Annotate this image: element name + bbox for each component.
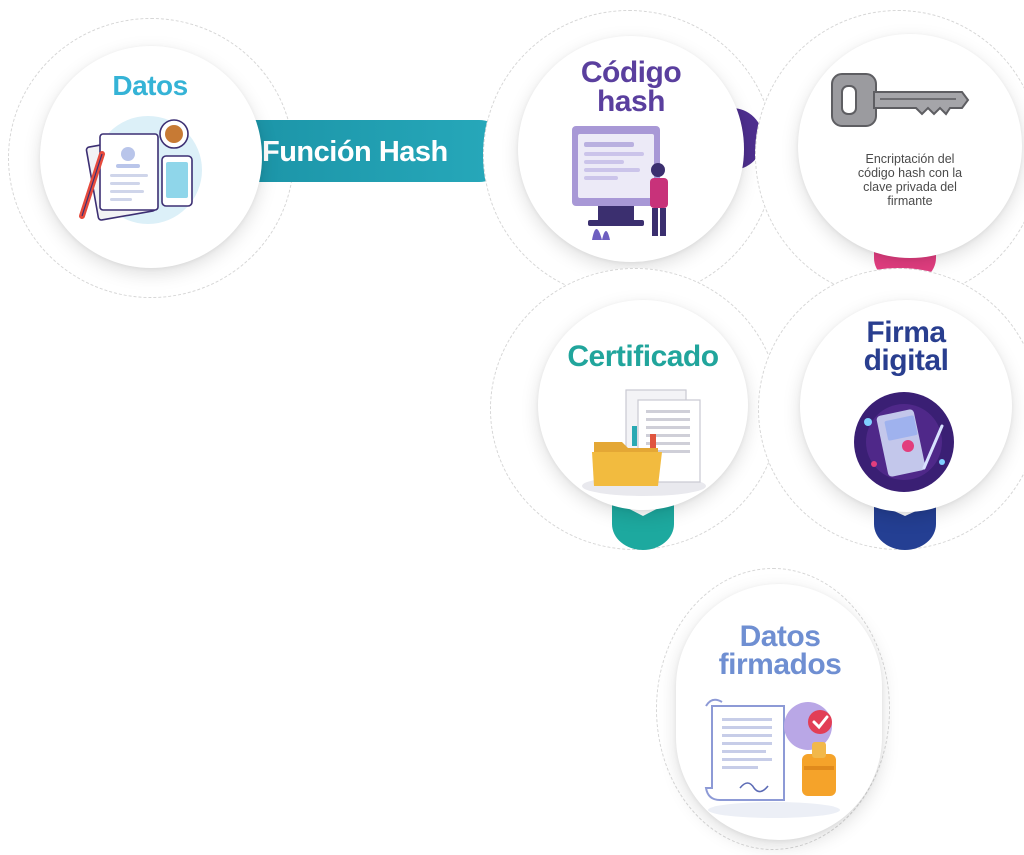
funcion-hash-label: Función Hash <box>262 136 448 168</box>
codigo-hash-title-line1: Código <box>580 56 682 89</box>
folder-icon <box>582 389 706 496</box>
encriptacion-disc <box>798 34 1022 258</box>
firma-digital-title-line2: digital <box>863 344 949 377</box>
encriptacion-caption-line4: firmante <box>887 194 933 208</box>
datos-firmados-title-line2: firmados <box>718 648 842 681</box>
encriptacion-caption: Encriptación del código hash con la clav… <box>818 152 1002 208</box>
firma-digital-title-line1: Firma <box>866 316 946 349</box>
datos-firmados-title-line1: Datos <box>739 620 821 653</box>
certificado-title: Certificado <box>567 340 719 373</box>
datos-title: Datos <box>112 70 188 101</box>
monitor-icon <box>572 126 668 240</box>
funcion-hash-connector <box>225 120 510 182</box>
encriptacion-caption-line1: Encriptación del <box>865 152 955 166</box>
digital-signature-icon <box>854 392 954 492</box>
key-icon <box>831 73 970 127</box>
encriptacion-caption-line3: clave privada del <box>863 180 957 194</box>
encriptacion-caption-line2: código hash con la <box>857 166 963 180</box>
codigo-hash-title-line2: hash <box>596 85 666 118</box>
signed-document-icon <box>704 698 840 818</box>
documents-icon <box>79 116 202 224</box>
